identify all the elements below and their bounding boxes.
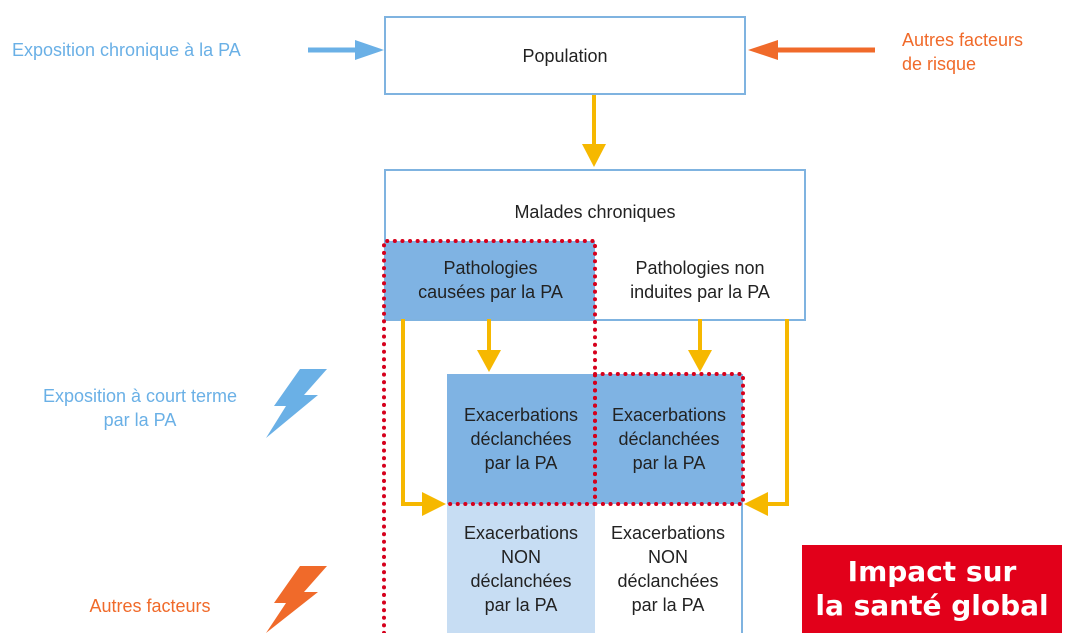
yellow-arrow-right-loop	[744, 319, 789, 516]
pathologies-non-induites-label: Pathologies non induites par la PA	[630, 258, 770, 302]
label-autres-facteurs: Autres facteurs	[89, 596, 211, 616]
exacerbations-non-left-label: Exacerbations NON déclanchées par la PA	[463, 522, 579, 615]
pathologies-causees-box: Pathologies causées par la PA	[386, 241, 595, 319]
population-label: Population	[522, 45, 608, 66]
yellow-arrow-causees-down	[477, 319, 501, 372]
impact-banner: Impact sur la santé global	[802, 545, 1062, 633]
exacerbations-declanchees-right-box: Exacerbations déclanchées par la PA	[595, 374, 743, 504]
exacerbations-declanchees-left-box: Exacerbations déclanchées par la PA	[447, 374, 595, 504]
exacerbations-declanchees-left-label: Exacerbations déclanchées par la PA	[463, 405, 579, 473]
lightning-blue-icon	[266, 369, 327, 438]
exacerbations-declanchees-right-label: Exacerbations déclanchées par la PA	[611, 405, 727, 473]
population-box: Population	[384, 16, 746, 95]
pathologies-causees-label: Pathologies causées par la PA	[418, 258, 563, 302]
label-autres-facteurs-risque: Autres facteurs de risque	[902, 30, 1024, 74]
orange-arrow-risk	[748, 40, 875, 60]
blue-arrow-chronic	[308, 40, 384, 60]
label-exposition-court-terme: Exposition à court terme par la PA	[42, 386, 238, 430]
exacerbations-non-right-label: Exacerbations NON déclanchées par la PA	[610, 522, 726, 615]
label-exposition-chronique: Exposition chronique à la PA	[12, 40, 241, 60]
dotted-left-region	[382, 239, 597, 633]
impact-label: Impact sur la santé global	[815, 555, 1049, 622]
exacerbations-non-right-box: Exacerbations NON déclanchées par la PA	[595, 504, 743, 633]
lightning-orange-icon	[266, 566, 327, 633]
dotted-right-exacerbation	[593, 372, 745, 506]
yellow-arrow-left-loop	[401, 319, 446, 516]
yellow-arrow-non-induites-down	[688, 319, 712, 372]
yellow-arrow-population-down	[582, 95, 606, 167]
pathologies-non-induites-box: Pathologies non induites par la PA	[595, 241, 805, 319]
exacerbations-non-left-box: Exacerbations NON déclanchées par la PA	[447, 504, 595, 633]
malades-chroniques-label: Malades chroniques	[514, 202, 676, 222]
